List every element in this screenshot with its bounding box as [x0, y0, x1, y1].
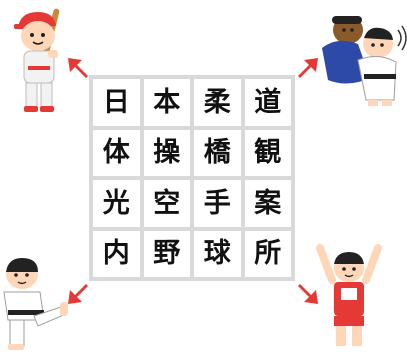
grid-cell[interactable]: 内	[93, 230, 140, 277]
arrow-top-right-icon	[298, 58, 318, 78]
grid-cell[interactable]: 球	[194, 230, 241, 277]
grid-cell[interactable]: 道	[244, 79, 291, 126]
gymnast-illustration	[316, 244, 382, 346]
grid-cell[interactable]: 柔	[194, 79, 241, 126]
grid-cell[interactable]: 所	[244, 230, 291, 277]
grid-cell[interactable]: 本	[143, 79, 190, 126]
grid-cell[interactable]: 観	[244, 129, 291, 176]
karate-player-illustration	[3, 258, 68, 350]
grid-cell[interactable]: 日	[93, 79, 140, 126]
baseball-player-illustration	[14, 8, 60, 112]
arrow-bottom-left-icon	[68, 284, 88, 304]
grid-cell[interactable]: 橋	[194, 129, 241, 176]
grid-cell[interactable]: 空	[143, 180, 190, 227]
grid-cell[interactable]: 野	[143, 230, 190, 277]
grid-cell[interactable]: 体	[93, 129, 140, 176]
arrow-top-left-icon	[68, 58, 88, 78]
judo-players-illustration	[322, 16, 407, 106]
grid-cell[interactable]: 案	[244, 180, 291, 227]
arrow-bottom-right-icon	[298, 284, 318, 304]
grid-cell[interactable]: 光	[93, 180, 140, 227]
grid-cell[interactable]: 手	[194, 180, 241, 227]
grid-cell[interactable]: 操	[143, 129, 190, 176]
kanji-grid: 日 本 柔 道 体 操 橋 観 光 空 手 案 内 野 球 所	[89, 75, 295, 281]
